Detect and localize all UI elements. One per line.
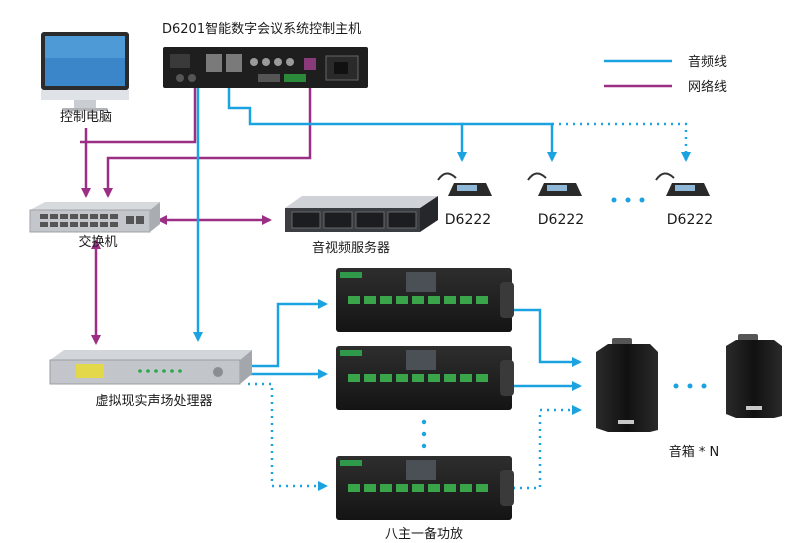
- unit-label-2: D6222: [538, 212, 584, 228]
- ellipsis-units: [611, 197, 645, 203]
- switch-icon: [29, 202, 160, 233]
- unit-icon-3: [655, 172, 710, 196]
- audio-bus-unit3: [552, 122, 691, 162]
- controller-icon: [163, 47, 368, 88]
- amplifier-icon-1: [336, 268, 514, 332]
- speaker-icon-1: [596, 338, 658, 432]
- net-controller-switch-a: [80, 84, 197, 144]
- audio-proc-amp1: [248, 299, 328, 368]
- audio-controller-bus: [227, 84, 467, 162]
- unit-label-3: D6222: [667, 212, 713, 228]
- unit-label-1: D6222: [445, 212, 491, 228]
- processor-icon: [49, 350, 252, 385]
- audio-amp3-speaker: [513, 405, 582, 490]
- ellipsis-speakers: [673, 383, 707, 389]
- switch-label: 交换机: [78, 234, 117, 250]
- amplifier-icon-3: [336, 456, 514, 520]
- ellipsis-amplifiers: [421, 419, 427, 449]
- legend: 音频线 网络线: [604, 54, 727, 95]
- audio-amp1-speaker: [513, 308, 582, 367]
- controller-label: D6201智能数字会议系统控制主机: [162, 22, 361, 37]
- audio-lines: [193, 84, 691, 491]
- processor-label: 虚拟现实声场处理器: [95, 394, 212, 409]
- legend-audio-label: 音频线: [688, 54, 727, 70]
- speakers-label: 音箱 * N: [669, 444, 720, 460]
- server-label: 音视频服务器: [312, 240, 390, 256]
- network-lines: [80, 84, 312, 345]
- pc-label: 控制电脑: [60, 110, 112, 125]
- audio-proc-amp3: [248, 382, 328, 491]
- audio-bus-unit2: [462, 122, 557, 162]
- net-controller-switch-b: [103, 84, 312, 198]
- server-icon: [285, 196, 438, 232]
- legend-network-label: 网络线: [688, 79, 727, 95]
- speaker-icon-2: [726, 334, 782, 418]
- unit-icon-1: [437, 172, 492, 196]
- amplifier-icon-2: [336, 346, 514, 410]
- unit-icon-2: [527, 172, 582, 196]
- pc-icon: [41, 32, 129, 111]
- amplifiers-label: 八主一备功放: [385, 526, 463, 542]
